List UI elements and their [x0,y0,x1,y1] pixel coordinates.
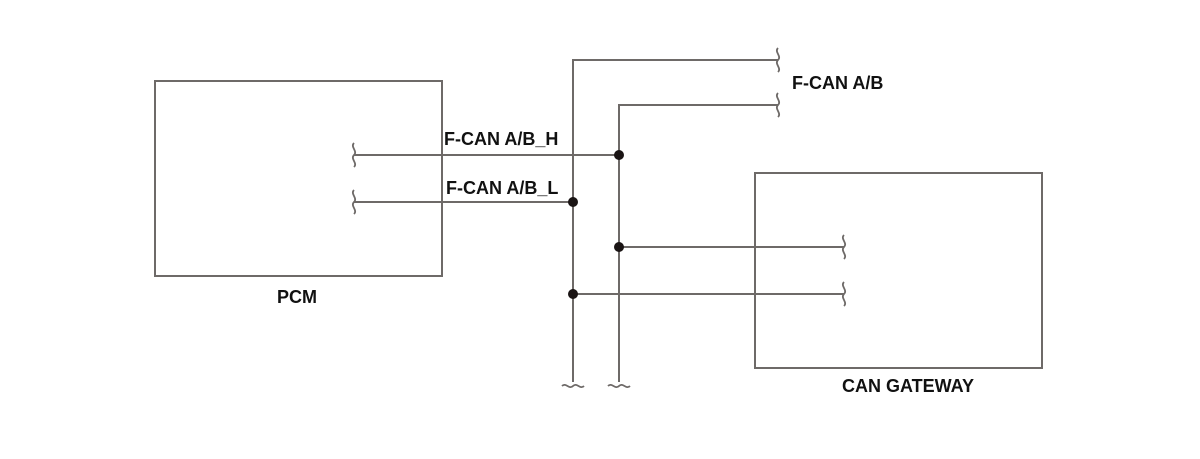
bus-wire-low [572,59,778,382]
signal-label-low: F-CAN A/B_L [446,178,558,198]
break-mark-pcm-low [351,189,357,215]
bus-wire-high [618,104,778,382]
break-mark-gateway-high [841,234,847,260]
pcm-label: PCM [277,287,317,307]
break-mark-gateway-low [841,281,847,307]
junction-node [614,242,624,252]
junction-node [568,197,578,207]
junction-node [568,289,578,299]
break-mark-bus-high-top [775,92,781,118]
break-mark-bus-low-bottom [561,383,585,389]
break-mark-bus-high-bottom [607,383,631,389]
pcm-box [154,80,443,277]
signal-label-high: F-CAN A/B_H [444,129,558,149]
can-gateway-box [754,172,1043,369]
break-mark-bus-low-top [775,47,781,73]
signal-label-bus: F-CAN A/B [792,73,883,93]
can-gateway-label: CAN GATEWAY [842,376,974,396]
break-mark-pcm-high [351,142,357,168]
junction-node [614,150,624,160]
